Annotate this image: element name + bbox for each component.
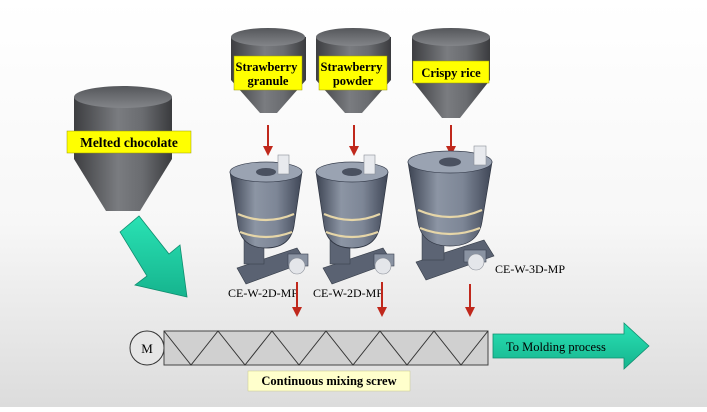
label-strawberry-powder-line1: Strawberry [321,60,384,74]
hopper-crispy-rice: Crispy rice [412,28,490,118]
feeder-3: CE-W-3D-MP [407,145,565,281]
feeder-1-model: CE-W-2D-MP [228,286,298,300]
feeder-1: CE-W-2D-MP [228,154,309,300]
label-strawberry-granule-line2: granule [248,74,289,88]
label-strawberry-granule: Strawberry granule [236,60,301,88]
chocolate-feed-arrow [119,215,188,298]
label-strawberry-granule-line1: Strawberry [236,60,299,74]
hopper-strawberry-powder: Strawberry powder [316,28,391,113]
mixing-screw [163,330,489,366]
label-melted-chocolate: Melted chocolate [80,135,178,150]
motor-label: M [141,341,153,356]
label-box-melted-chocolate [66,130,192,154]
label-box-crispy-rice [412,60,490,84]
feeder-output-arrows [292,282,475,317]
label-strawberry-powder-line2: powder [333,74,374,88]
label-crispy-rice: Crispy rice [421,66,481,80]
output-arrow: To Molding process [492,322,650,370]
motor: M [129,330,165,366]
label-strawberry-powder: Strawberry powder [321,60,386,88]
output-label: To Molding process [506,340,606,354]
feeder-3-model: CE-W-3D-MP [495,262,565,276]
hopper-melted-chocolate: Melted chocolate [66,86,192,211]
feeder-2-model: CE-W-2D-MP [313,286,383,300]
hopper-strawberry-granule: Strawberry granule [231,28,306,113]
screw-caption-text: Continuous mixing screw [261,374,396,388]
feeder-2: CE-W-2D-MP [313,154,395,300]
screw-caption: Continuous mixing screw [247,370,411,392]
